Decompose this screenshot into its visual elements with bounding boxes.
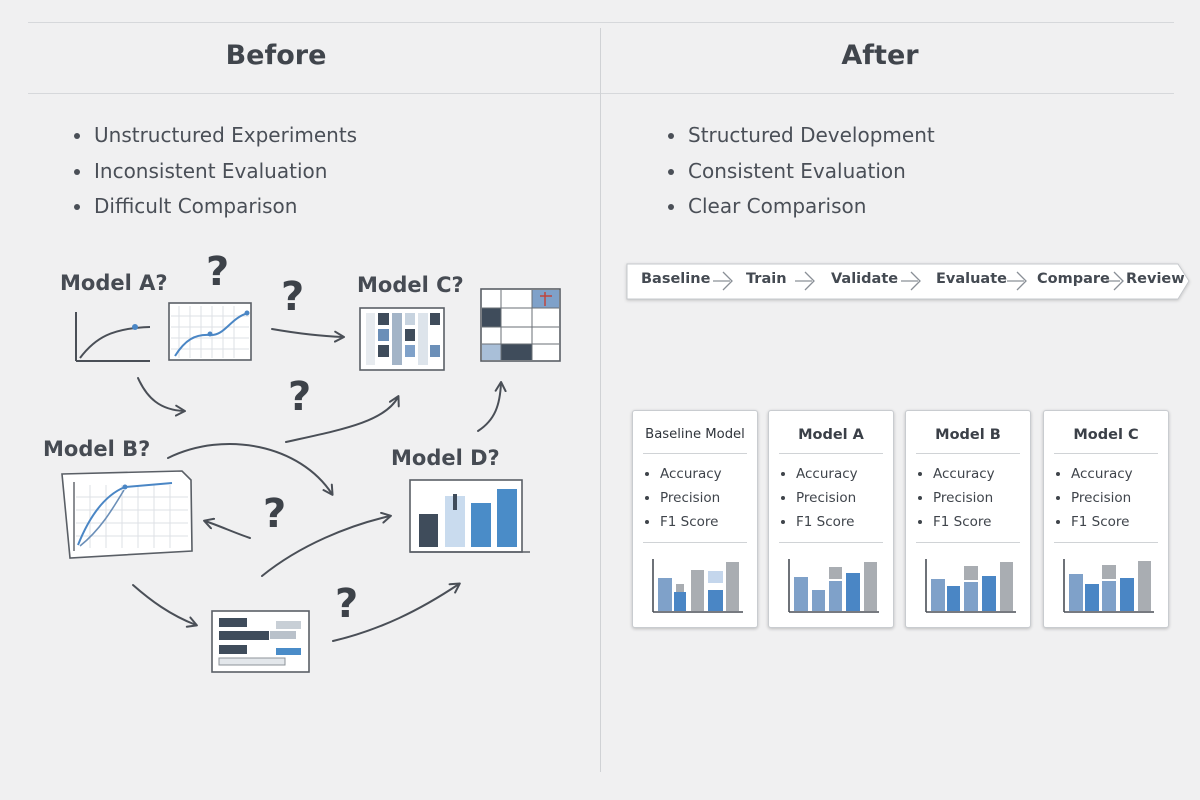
before-sketch: [61, 288, 561, 673]
before-bullet: Unstructured Experiments: [74, 118, 357, 154]
pipeline-chevron: [1007, 271, 1027, 291]
model-b-chart-icon: [61, 470, 193, 559]
model-d-label: Model D?: [391, 446, 500, 470]
gantt-chart-icon: [211, 610, 310, 673]
card-divider: [1054, 453, 1158, 454]
metric-list: Accuracy Precision F1 Score: [781, 462, 858, 534]
pipeline-step-baseline: Baseline: [641, 271, 711, 287]
pipeline-step-validate: Validate: [831, 271, 899, 287]
metric-item: Accuracy: [781, 462, 858, 486]
after-bullet: Consistent Evaluation: [668, 154, 935, 190]
card-divider: [643, 542, 747, 543]
card-divider: [1054, 542, 1158, 543]
top-divider: [28, 22, 1174, 23]
question-mark: ?: [281, 274, 305, 320]
model-a-chart-icon: [168, 302, 252, 361]
after-bullet: Structured Development: [668, 118, 935, 154]
metric-list: Accuracy Precision F1 Score: [645, 462, 722, 534]
arrow: [332, 582, 461, 642]
question-mark: ?: [335, 581, 359, 627]
model-a-curve-icon: [75, 312, 151, 362]
arrow: [261, 511, 392, 577]
metric-item: Accuracy: [1056, 462, 1133, 486]
arrow: [137, 377, 186, 417]
card-title: Baseline Model: [645, 427, 745, 442]
arrow: [203, 517, 251, 539]
metric-item: F1 Score: [1056, 510, 1133, 534]
question-mark: ?: [263, 491, 287, 537]
pipeline-step-train: Train: [746, 271, 787, 287]
pipeline-step-compare: Compare: [1037, 271, 1110, 287]
mini-bar-chart: [925, 559, 1016, 613]
card-divider: [779, 542, 883, 543]
mini-bar-chart: [652, 559, 743, 613]
mini-bar-chart: [1063, 559, 1154, 613]
pipeline-chevron: [795, 271, 815, 291]
arrow: [271, 328, 345, 343]
after-bullet: Clear Comparison: [668, 189, 935, 225]
model-c-grid-icon: [359, 307, 445, 371]
model-card-b: Model B Accuracy Precision F1 Score: [905, 410, 1031, 628]
pipeline-chevron: [901, 271, 921, 291]
question-mark: ?: [288, 374, 312, 420]
after-title: After: [841, 40, 919, 71]
model-b-label: Model B?: [43, 437, 151, 461]
arrow: [477, 381, 507, 432]
before-bullets: Unstructured Experiments Inconsistent Ev…: [74, 118, 357, 225]
model-card-c: Model C Accuracy Precision F1 Score: [1043, 410, 1169, 628]
card-divider: [643, 453, 747, 454]
question-mark: ?: [206, 249, 230, 295]
metric-item: Precision: [1056, 486, 1133, 510]
arrow: [285, 395, 400, 443]
before-title: Before: [225, 40, 327, 71]
metric-item: Precision: [645, 486, 722, 510]
metric-list: Accuracy Precision F1 Score: [918, 462, 995, 534]
metric-item: Accuracy: [918, 462, 995, 486]
mini-bar-chart: [788, 559, 879, 613]
metric-item: F1 Score: [781, 510, 858, 534]
metric-item: Precision: [918, 486, 995, 510]
before-bullet: Inconsistent Evaluation: [74, 154, 357, 190]
before-bullet: Difficult Comparison: [74, 189, 357, 225]
pipeline-chevron: [713, 271, 733, 291]
card-title: Model C: [1073, 427, 1139, 443]
column-divider: [600, 28, 601, 772]
metric-item: F1 Score: [918, 510, 995, 534]
model-d-bars-icon: [409, 479, 530, 553]
metric-item: Accuracy: [645, 462, 722, 486]
card-title: Model A: [798, 427, 864, 443]
model-card-baseline: Baseline Model Accuracy Precision F1 Sco…: [632, 410, 758, 628]
card-divider: [916, 542, 1020, 543]
model-a-label: Model A?: [60, 271, 168, 295]
card-divider: [779, 453, 883, 454]
model-c-matrix-icon: [480, 288, 561, 362]
after-bullets: Structured Development Consistent Evalua…: [668, 118, 935, 225]
pipeline-step-evaluate: Evaluate: [936, 271, 1007, 287]
metric-list: Accuracy Precision F1 Score: [1056, 462, 1133, 534]
card-divider: [916, 453, 1020, 454]
arrow: [132, 584, 198, 628]
header-divider: [28, 93, 1174, 94]
metric-item: F1 Score: [645, 510, 722, 534]
arrow: [167, 443, 334, 496]
model-c-label: Model C?: [357, 273, 464, 297]
metric-item: Precision: [781, 486, 858, 510]
model-card-a: Model A Accuracy Precision F1 Score: [768, 410, 894, 628]
card-title: Model B: [935, 427, 1001, 443]
pipeline-step-review: Review: [1126, 271, 1185, 287]
